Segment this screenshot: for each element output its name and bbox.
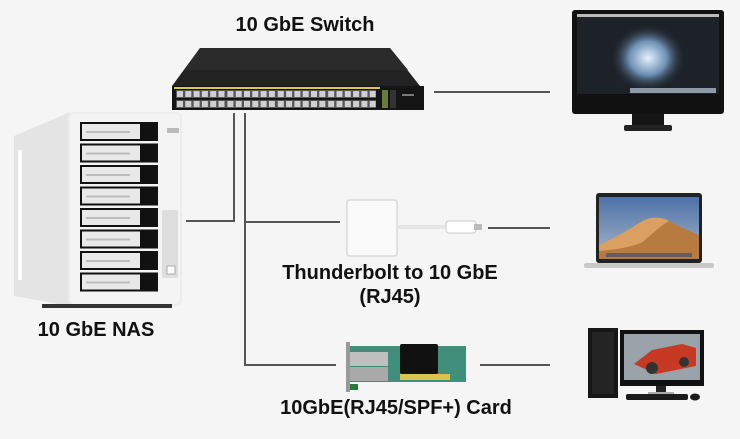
thunderbolt-adapter [346,199,486,259]
nic-card-label: 10GbE(RJ45/SPF+) Card [280,397,512,419]
switch-port [311,101,317,107]
switch-port [218,101,225,107]
switch-port [369,91,376,97]
desktop-pc-icon [588,328,704,401]
switch-port [252,101,259,107]
drive-handle [86,281,130,284]
nas-label: 10 GbE NAS [37,319,155,341]
switch-label: 10 GbE Switch [235,14,375,36]
switch-port [286,101,293,107]
switch-port [227,91,234,97]
switch-port [193,91,200,97]
switch-port [185,101,192,107]
connector-switch-nas-horizontal [186,220,235,222]
switch-port [218,91,225,97]
connector-switch-imac [434,91,550,93]
switch-port [344,91,351,97]
switch-port [210,101,217,107]
switch-port [244,101,250,107]
switch-port [336,101,343,107]
switch-port [353,101,360,107]
drive-handle [86,217,130,219]
switch-port [201,101,208,107]
switch-port [177,91,183,97]
switch-port [361,91,368,97]
connector-switch-nas-vertical [233,113,235,222]
connector-to-nic-card [244,364,336,366]
switch-port [227,101,234,107]
desktop-pc [586,326,706,402]
switch-port [344,101,351,107]
nic-card [340,340,470,396]
thunderbolt-adapter-icon [346,199,482,257]
nas-device [12,110,184,310]
connector-thunderbolt-macbook [488,227,550,229]
laptop-icon [584,193,714,268]
drive-handle [86,195,130,198]
drive-handle [86,260,130,262]
switch-port [210,91,217,97]
switch-port [328,91,335,97]
network-card-icon [346,342,466,392]
switch-port [353,91,360,97]
switch-icon [172,48,424,110]
switch-port [277,91,284,97]
thunderbolt-label-line1: Thunderbolt to 10 GbE [282,262,498,284]
switch-port [336,91,343,97]
switch-port [328,101,335,107]
switch-port [193,101,200,107]
thunderbolt-label-line2: (RJ45) [359,286,421,308]
switch-port [268,91,275,97]
switch-port [260,101,267,107]
switch-port [235,101,242,107]
switch-port [319,101,326,107]
switch-port [294,101,301,107]
switch-port [302,91,309,97]
switch-port [244,91,250,97]
drive-handle [86,238,130,241]
switch-port [268,101,275,107]
switch-port [277,101,284,107]
switch-port [311,91,317,97]
imac-icon [572,10,724,131]
switch-port [252,91,259,97]
switch-port [260,91,267,97]
switch-port [286,91,293,97]
switch-port [294,91,301,97]
switch-port [185,91,192,97]
connector-switch-devices-vertical [244,113,246,366]
drive-handle [86,131,130,133]
connector-nic-desktop [480,364,550,366]
macbook [584,193,716,271]
switch-port [361,101,368,107]
connector-to-thunderbolt [244,221,340,223]
switch-port [302,101,309,107]
switch-port [369,101,376,107]
switch-port [235,91,242,97]
drive-handle [86,152,130,155]
switch-port [201,91,208,97]
drive-handle [86,174,130,176]
network-switch [170,46,426,112]
switch-port [319,91,326,97]
imac [570,8,726,134]
switch-port [177,101,183,107]
nas-icon [14,112,182,308]
